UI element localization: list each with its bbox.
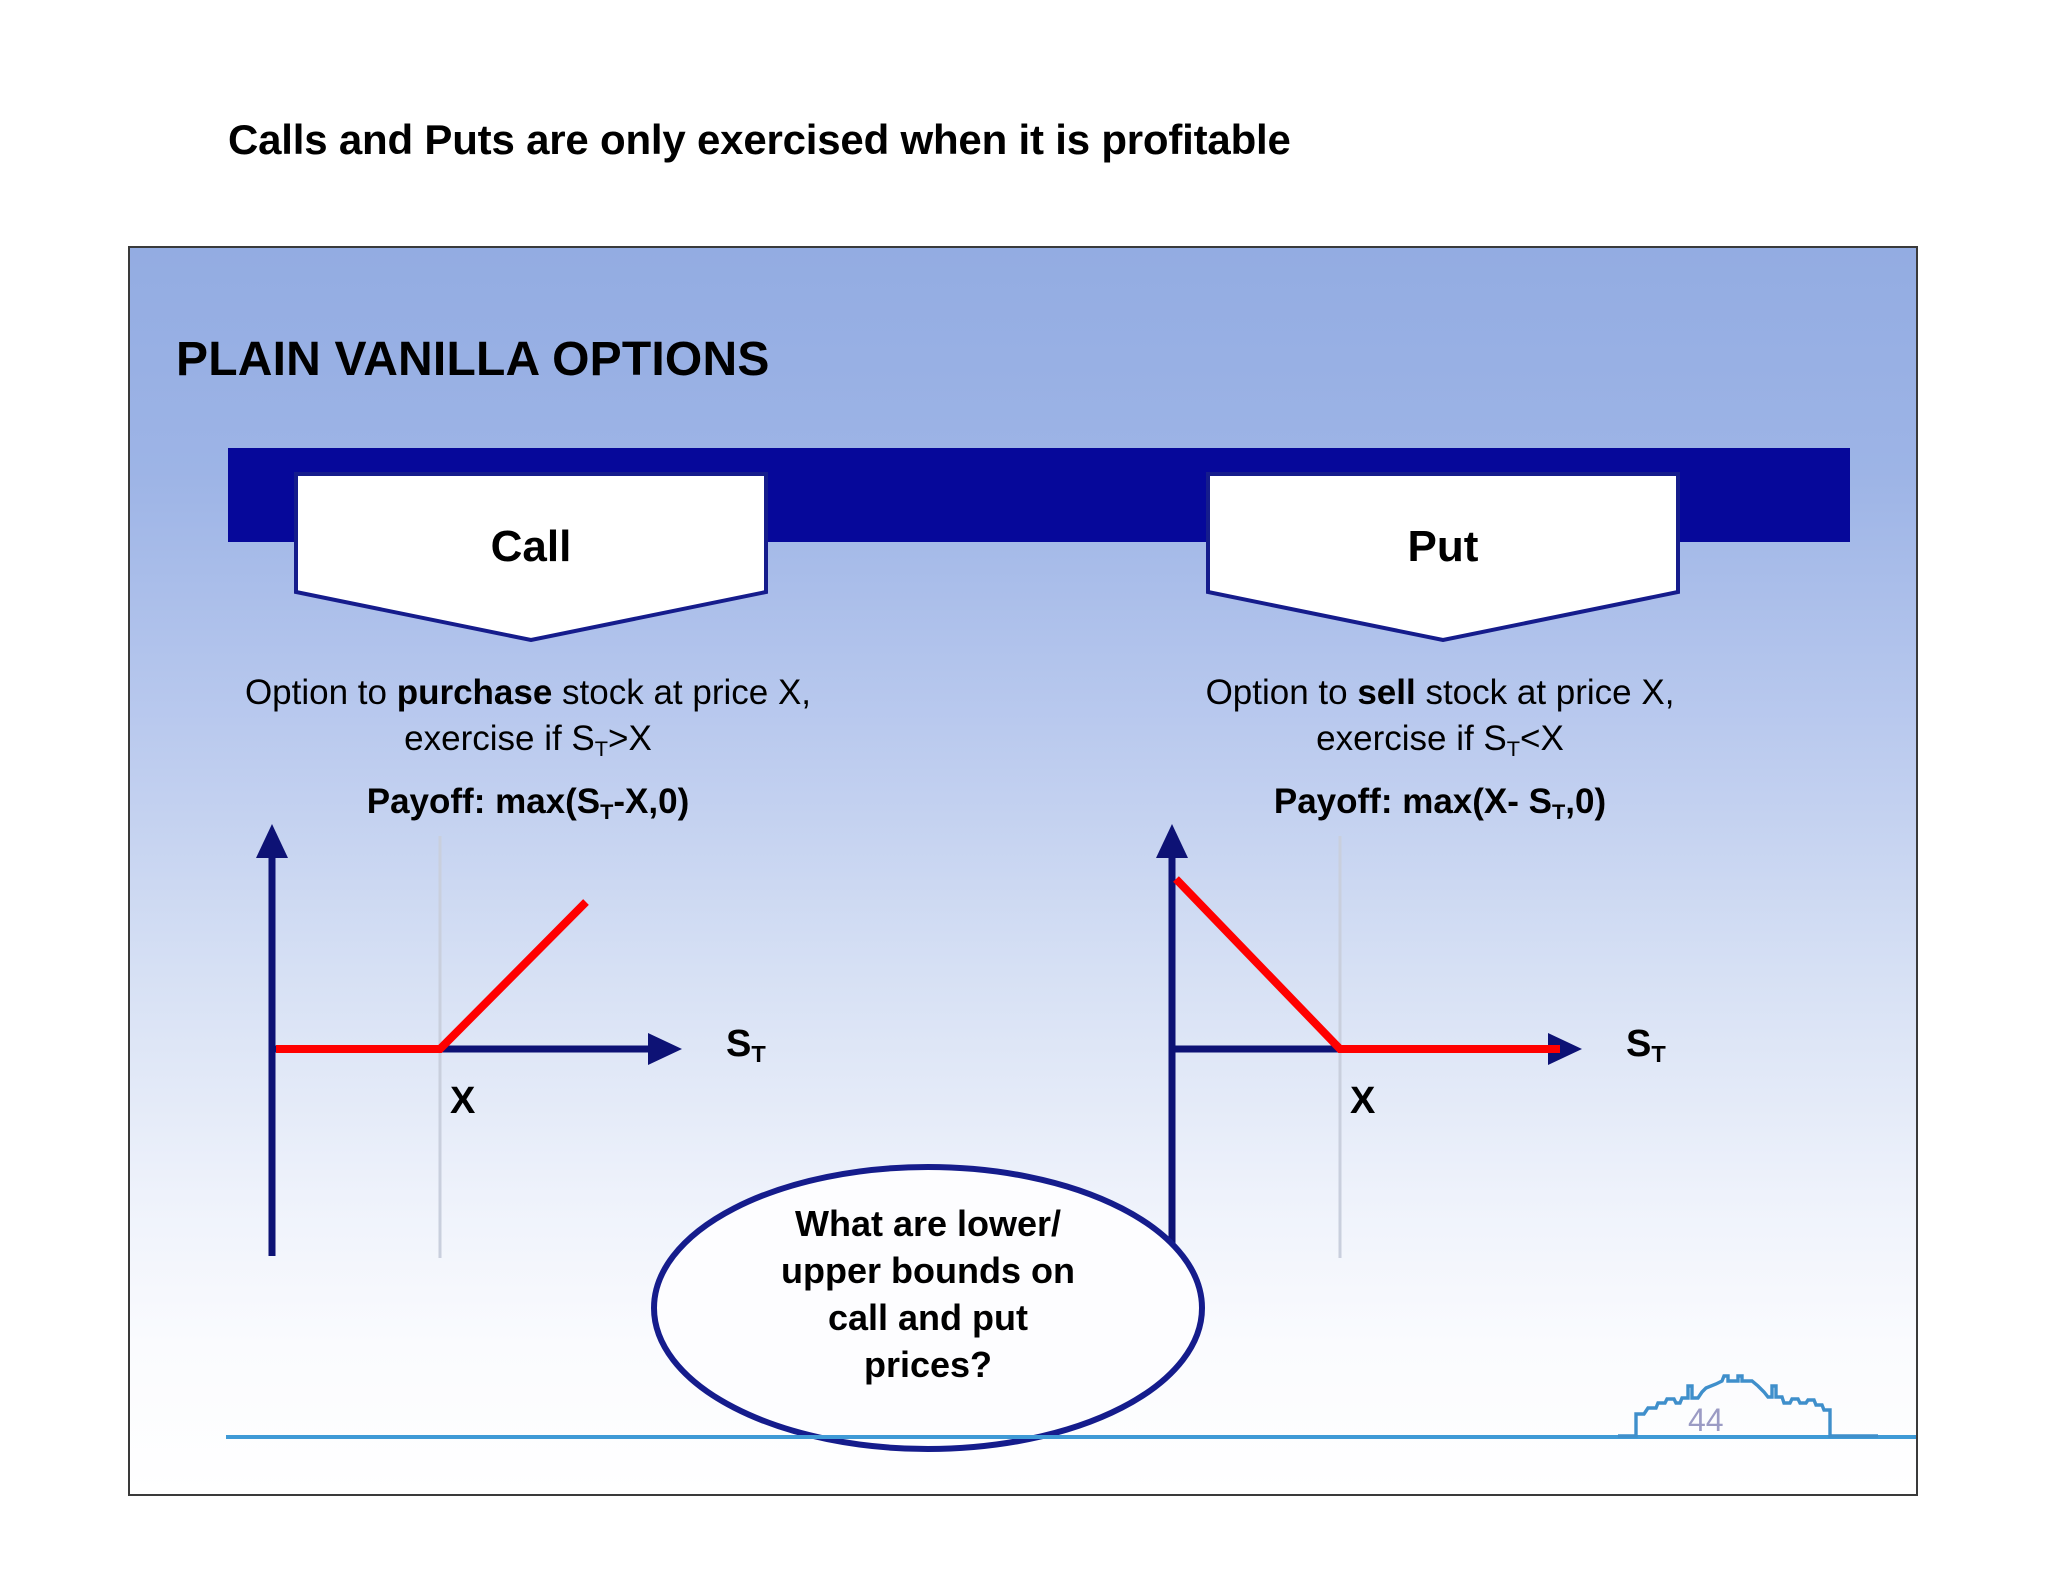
put-axis-label-s: S (1626, 1023, 1652, 1065)
pentagon-shape-icon (1206, 472, 1680, 642)
pentagon-shape-icon (294, 472, 768, 642)
put-payoff-formula: Payoff: max(X- ST,0) (1090, 782, 1790, 824)
put-description-line1: Option to sell stock at price X, (1090, 670, 1790, 716)
call-desc-line2-sub: T (594, 735, 609, 761)
put-badge[interactable]: Put (1206, 472, 1680, 642)
put-desc-line2-pre: exercise if S (1316, 719, 1507, 758)
question-line-1: What are lower/ (794, 1203, 1062, 1244)
call-axis-label-t: T (751, 1041, 766, 1068)
ellipse-shape-icon (651, 1164, 1205, 1452)
call-badge[interactable]: Call (294, 472, 768, 642)
question-line-3: call and put (827, 1297, 1029, 1338)
put-x-axis-label: ST (1626, 1023, 1666, 1068)
put-desc-line2-post: <X (1520, 719, 1564, 758)
skyline-icon (1618, 1370, 1878, 1442)
call-payoff-post: -X,0) (613, 782, 690, 821)
question-line-4: prices? (863, 1344, 993, 1385)
call-desc-prefix: Option to (244, 673, 397, 712)
put-description-line2: exercise if ST<X (1090, 716, 1790, 766)
put-payoff-pre: Payoff: max(X- S (1273, 782, 1552, 821)
question-line-2: upper bounds on (781, 1250, 1075, 1291)
call-y-axis-arrowhead (256, 824, 288, 858)
skyline-path (1618, 1374, 1878, 1438)
call-payoff-chart: ST X (190, 818, 890, 1258)
call-desc-line2-post: >X (608, 719, 652, 758)
put-desc-bold: sell (1357, 673, 1416, 712)
put-payoff-post: ,0) (1565, 782, 1607, 821)
page-title: Calls and Puts are only exercised when i… (228, 116, 1291, 163)
call-payoff-sub: T (600, 798, 614, 824)
question-callout[interactable]: What are lower/ upper bounds on call and… (650, 1164, 1206, 1452)
put-payoff-plot (1156, 824, 1582, 1258)
put-badge-label: Put (1407, 522, 1479, 571)
put-axis-label-t: T (1651, 1041, 1666, 1068)
call-description-line1: Option to purchase stock at price X, (178, 670, 878, 716)
put-desc-prefix: Option to (1205, 673, 1358, 712)
call-description: Option to purchase stock at price X, exe… (178, 670, 878, 824)
put-desc-suffix: stock at price X, (1415, 673, 1675, 712)
call-payoff-pre: Payoff: max(S (366, 782, 601, 821)
call-strike-label: X (450, 1080, 476, 1122)
put-y-axis-arrowhead (1156, 824, 1188, 858)
put-description: Option to sell stock at price X, exercis… (1090, 670, 1790, 824)
footer-rule (226, 1435, 1916, 1439)
question-text: What are lower/ upper bounds on call and… (714, 1200, 1142, 1388)
call-desc-bold: purchase (396, 673, 553, 712)
call-payoff-plot (256, 824, 682, 1258)
call-payoff-formula: Payoff: max(ST-X,0) (178, 782, 878, 824)
put-x-axis-arrowhead (1548, 1033, 1582, 1065)
put-payoff-sub: T (1552, 798, 1566, 824)
panel-heading: PLAIN VANILLA OPTIONS (176, 333, 770, 386)
put-payoff-chart: ST X (1090, 818, 1790, 1258)
call-axis-label-s: S (726, 1023, 752, 1065)
call-x-axis-label: ST (726, 1023, 766, 1068)
page-number: 44 (1688, 1402, 1724, 1438)
put-desc-line2-sub: T (1506, 735, 1521, 761)
call-badge-label: Call (490, 522, 572, 571)
put-payoff-line (1173, 876, 1560, 1053)
put-strike-label: X (1350, 1080, 1376, 1122)
call-x-axis-arrowhead (648, 1033, 682, 1065)
call-payoff-line (276, 899, 589, 1053)
slide-panel: PLAIN VANILLA OPTIONS Call Put Option to… (128, 246, 1918, 1496)
call-desc-suffix: stock at price X, (552, 673, 812, 712)
call-description-line2: exercise if ST>X (178, 716, 878, 766)
call-desc-line2-pre: exercise if S (404, 719, 595, 758)
